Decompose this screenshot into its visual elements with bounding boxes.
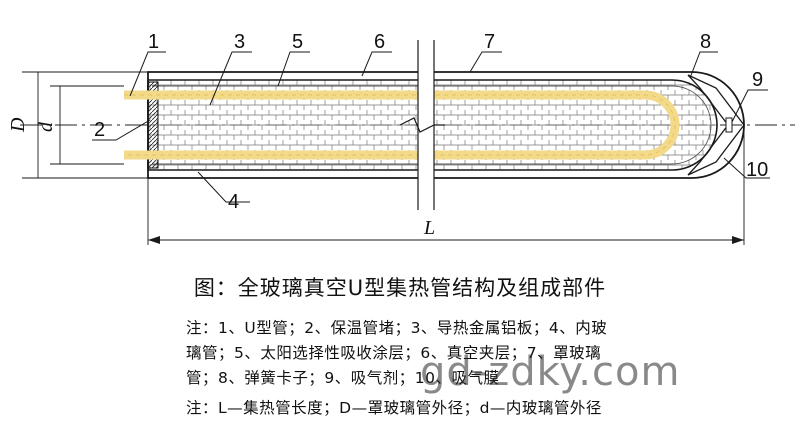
insulation-plug	[147, 81, 159, 169]
leader-1	[129, 51, 166, 97]
part-label-6: 6	[374, 31, 385, 53]
part-label-9: 9	[752, 69, 763, 91]
u-tube-collector-diagram: D d L 1 2 3 5 6 7 8 9 4 10	[7, 31, 795, 245]
dim-L-label: L	[423, 217, 435, 239]
break-gap	[418, 40, 434, 210]
dim-d-label: d	[35, 121, 57, 132]
note-line-3: 管；8、弹簧卡子；9、吸气剂；10、吸气膜	[186, 369, 500, 387]
part-label-5: 5	[292, 31, 303, 53]
u-tube-outline	[124, 94, 676, 156]
getter	[725, 117, 733, 133]
part-label-8: 8	[700, 31, 711, 53]
spring-clip	[687, 74, 745, 176]
part-label-2: 2	[94, 119, 105, 141]
leader-8	[689, 51, 718, 79]
dim-L-arrow-left	[148, 236, 160, 244]
outer-glass-tube	[147, 71, 745, 179]
part-label-7: 7	[484, 31, 495, 53]
note-line-4: 注：L—集热管长度；D—罩玻璃管外径；d—内玻璃管外径	[186, 399, 602, 417]
leader-2	[92, 119, 151, 141]
note-line-2: 璃管；5、太阳选择性吸收涂层；6、真空夹层；7、罩玻璃	[186, 344, 602, 362]
leader-3	[209, 51, 252, 106]
part-label-4: 4	[228, 191, 239, 213]
watermark: gd-zdky.com	[420, 349, 681, 395]
leader-4	[197, 171, 250, 203]
figure-caption: 图：全玻璃真空U型集热管结构及组成部件	[193, 276, 607, 300]
leader-7	[469, 51, 502, 73]
part-label-1: 1	[148, 31, 159, 53]
dim-L-arrow-right	[732, 236, 744, 244]
leader-10	[723, 157, 770, 179]
absorber-coating	[152, 85, 712, 165]
part-label-3: 3	[234, 31, 245, 53]
leader-9	[731, 89, 768, 123]
dim-D-label: D	[7, 117, 29, 133]
part-label-10: 10	[746, 159, 768, 181]
break-zigzag	[399, 117, 445, 133]
note-line-1: 注：1、U型管；2、保温管堵；3、导热金属铝板；4、内玻	[186, 319, 608, 337]
leader-5	[277, 51, 310, 87]
leader-6	[361, 51, 392, 77]
